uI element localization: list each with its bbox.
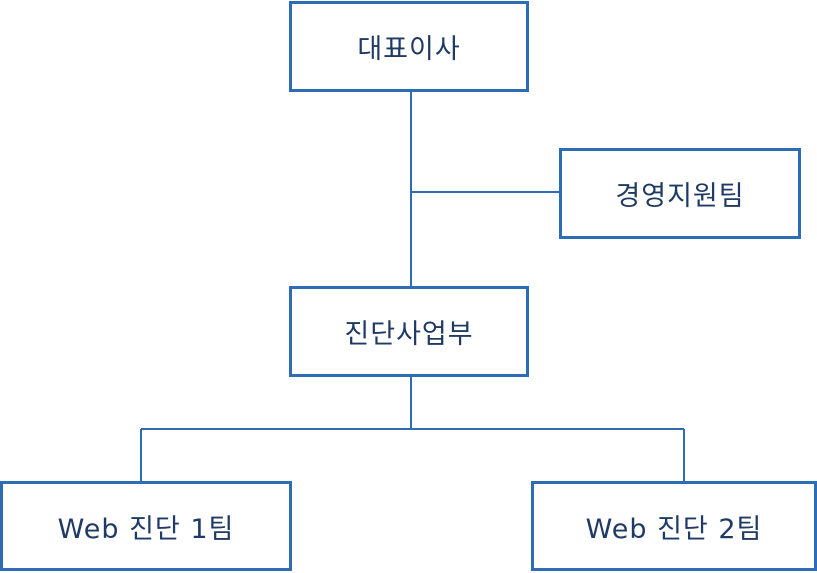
node-management-support: 경영지원팀 [559,148,801,239]
node-web-team-1: Web 진단 1팀 [0,481,292,571]
node-ceo-label: 대표이사 [357,34,461,65]
node-web-team-2-label: Web 진단 2팀 [585,513,763,545]
node-web-team-2: Web 진단 2팀 [531,481,817,571]
node-diagnosis-division-label: 진단사업부 [344,319,474,350]
node-web-team-1-label: Web 진단 1팀 [57,513,235,545]
node-ceo: 대표이사 [289,1,529,92]
node-diagnosis-division: 진단사업부 [289,286,529,377]
node-management-support-label: 경영지원팀 [615,181,745,212]
